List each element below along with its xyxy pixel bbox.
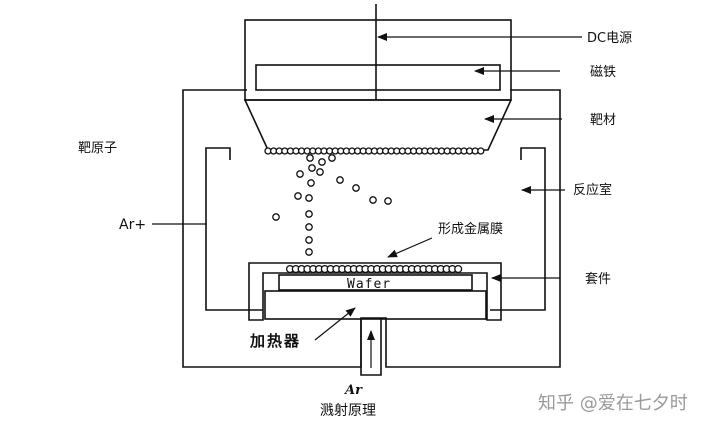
atom-circle <box>305 223 313 231</box>
target <box>243 99 513 151</box>
gas-inlet-pipe <box>360 318 382 376</box>
atom-circle <box>369 196 377 204</box>
wafer-label: Wafer <box>347 277 391 292</box>
magnet-label: 磁铁 <box>590 65 616 80</box>
metal-film-label: 形成金属膜 <box>438 221 503 237</box>
atom-circle <box>384 197 392 205</box>
chamber-label: 反应室 <box>573 182 612 198</box>
atom-circle <box>305 194 313 202</box>
fixture-label: 套件 <box>585 271 611 287</box>
dc-power-source <box>244 19 512 101</box>
atom-circle <box>454 264 463 274</box>
caption: 溅射原理 <box>320 403 376 419</box>
atom-circle <box>308 164 316 172</box>
inner-shield <box>205 147 546 311</box>
atom-circle <box>272 213 280 221</box>
target-label: 靶材 <box>590 113 616 128</box>
atom-circle <box>305 210 313 218</box>
target-atom-row <box>264 147 485 155</box>
atom-circle <box>352 184 360 192</box>
argon-ion-label: Ar+ <box>119 217 146 233</box>
atom-circle <box>305 236 313 244</box>
atom-circle <box>328 154 336 162</box>
argon-gas-label: Ar <box>343 383 363 398</box>
atom-circle <box>307 179 315 187</box>
target-atoms-label: 靶原子 <box>78 141 117 156</box>
atom-circle <box>336 176 344 184</box>
sputtered-atoms <box>272 154 392 256</box>
fixture <box>248 262 502 321</box>
magnet <box>255 64 501 91</box>
atom-circle <box>305 248 313 256</box>
metal-film <box>285 264 463 274</box>
heater <box>264 290 487 320</box>
wafer <box>278 274 473 291</box>
atom-circle <box>477 147 485 155</box>
atom-circle <box>316 168 324 176</box>
dc-power-label: DC电源 <box>587 31 632 46</box>
atom-circle <box>306 154 314 162</box>
heater-label: 加热器 <box>249 332 301 350</box>
film-arrow <box>387 237 433 258</box>
atom-circle <box>318 158 326 166</box>
chamber-wall <box>182 89 561 368</box>
heater-arrow <box>314 307 356 341</box>
watermark: 知乎 @爱在七夕时 <box>538 393 688 414</box>
atom-circle <box>294 192 302 200</box>
atom-circle <box>296 170 304 178</box>
